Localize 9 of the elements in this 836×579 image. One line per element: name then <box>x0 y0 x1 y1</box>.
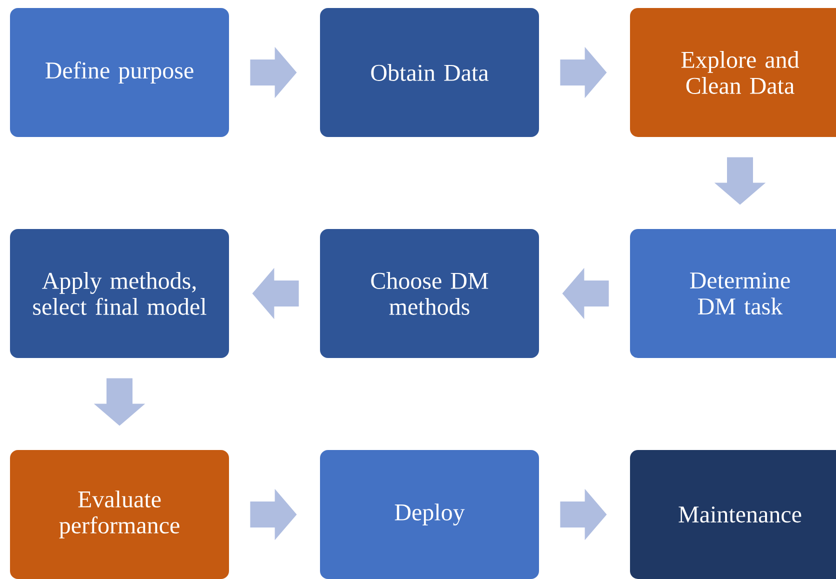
process-box: Choose DM methods <box>320 229 539 358</box>
process-box: Determine DM task <box>630 229 836 358</box>
process-box: Deploy <box>320 450 539 579</box>
process-box: Explore and Clean Data <box>630 8 836 137</box>
process-box: Apply methods, select final model <box>10 229 229 358</box>
process-box: Maintenance <box>630 450 836 579</box>
process-box: Evaluate performance <box>10 450 229 579</box>
process-box: Obtain Data <box>320 8 539 137</box>
process-box: Define purpose <box>10 8 229 137</box>
